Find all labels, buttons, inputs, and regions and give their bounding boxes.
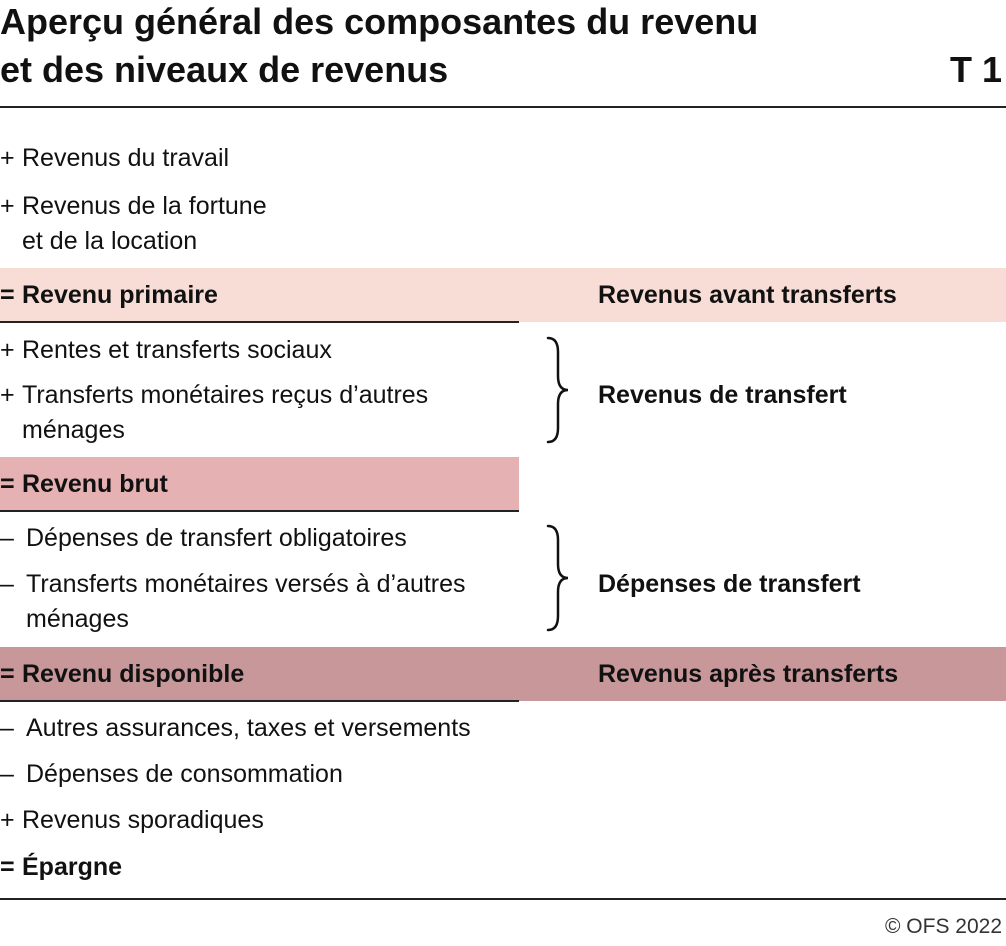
row-disposable-income: =Revenu disponible <box>0 657 244 692</box>
operator: + <box>0 806 15 834</box>
row-gross-income: =Revenu brut <box>0 467 168 502</box>
row-pensions: +Rentes et transferts sociaux <box>0 333 332 368</box>
label-transfer-income: Revenus de transfert <box>598 381 847 409</box>
row-property-income-cont: et de la location <box>22 227 198 255</box>
operator: – <box>0 760 14 788</box>
row-label: Revenus de la fortune <box>22 192 267 220</box>
label-after-transfers: Revenus après transferts <box>598 660 899 688</box>
row-primary-income: =Revenu primaire <box>0 278 218 313</box>
rule-under-disposable <box>0 700 519 702</box>
label-before-transfers: Revenus avant transferts <box>598 281 897 309</box>
row-transfers-received: +Transferts monétaires reçus d’autres <box>0 378 428 413</box>
operator: = <box>0 853 15 881</box>
row-label: Transferts monétaires versés à d’autres <box>26 570 466 598</box>
brace-transfer-income <box>546 336 569 444</box>
brace-transfer-expenses <box>546 524 569 632</box>
operator: = <box>0 660 15 688</box>
copyright-notice: © OFS 2022 <box>884 915 1002 938</box>
row-sporadic-income: +Revenus sporadiques <box>0 803 264 838</box>
operator: – <box>0 570 14 598</box>
operator: – <box>0 524 14 552</box>
row-label: Dépenses de transfert obligatoires <box>26 524 407 552</box>
row-label: Transferts monétaires reçus d’autres <box>22 381 429 409</box>
row-label: Rentes et transferts sociaux <box>22 336 332 364</box>
band-gross-income <box>0 457 519 511</box>
operator: + <box>0 336 15 364</box>
row-label: Revenu primaire <box>22 281 218 309</box>
operator: = <box>0 470 15 498</box>
row-mandatory-expenses: –Dépenses de transfert obligatoires <box>0 521 407 556</box>
operator: + <box>0 144 15 172</box>
operator: – <box>0 714 14 742</box>
row-label: Revenu brut <box>22 470 168 498</box>
row-consumption: –Dépenses de consommation <box>0 757 343 792</box>
table-number: T 1 <box>949 49 1002 90</box>
operator: + <box>0 192 15 220</box>
row-label: Revenus sporadiques <box>22 806 264 834</box>
title-line-1: Aperçu général des composantes du revenu <box>0 1 759 42</box>
top-rule <box>0 106 1006 108</box>
row-property-income: +Revenus de la fortune <box>0 189 267 224</box>
row-label: Revenu disponible <box>22 660 245 688</box>
row-label: Épargne <box>22 853 123 881</box>
row-transfers-received-cont: ménages <box>22 416 125 444</box>
row-transfers-paid-cont: ménages <box>26 605 129 633</box>
row-other-insurance: –Autres assurances, taxes et versements <box>0 711 471 746</box>
rule-under-primary <box>0 321 519 323</box>
bottom-rule <box>0 898 1006 900</box>
row-label: Autres assurances, taxes et versements <box>26 714 471 742</box>
band-primary-income <box>0 268 1006 322</box>
row-savings: =Épargne <box>0 850 122 885</box>
label-transfer-expenses: Dépenses de transfert <box>598 570 861 598</box>
row-labour-income: +Revenus du travail <box>0 141 229 176</box>
row-label: Revenus du travail <box>22 144 230 172</box>
title-line-2: et des niveaux de revenus <box>0 49 449 90</box>
row-label: Dépenses de consommation <box>26 760 343 788</box>
rule-under-gross <box>0 510 519 512</box>
row-transfers-paid: –Transferts monétaires versés à d’autres <box>0 567 466 602</box>
operator: + <box>0 381 15 409</box>
band-disposable-income <box>0 647 1006 701</box>
operator: = <box>0 281 15 309</box>
